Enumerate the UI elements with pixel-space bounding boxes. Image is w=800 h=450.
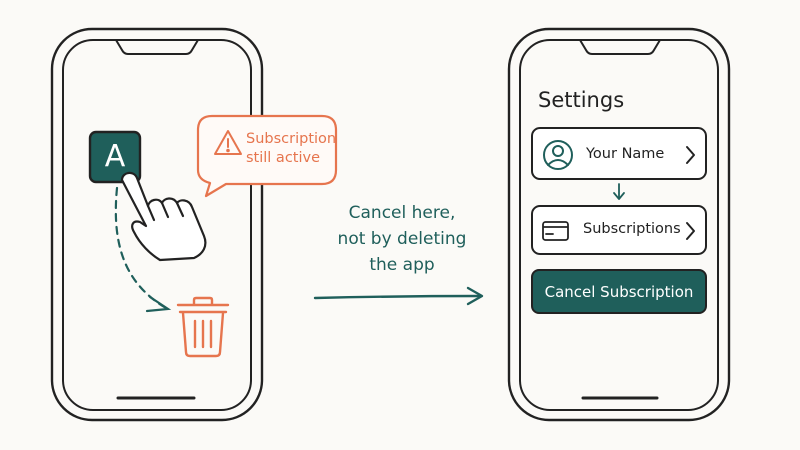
- trash-icon: [176, 296, 230, 358]
- main-arrow: [313, 286, 484, 306]
- caption-line-2: not by deleting: [337, 229, 467, 249]
- caption: Cancel here, not by deleting the app: [312, 200, 492, 278]
- app-icon-letter: A: [104, 139, 126, 174]
- person-circle-icon: [543, 140, 573, 170]
- warning-triangle-icon: [214, 130, 242, 155]
- warning-text: Subscription still active: [246, 130, 336, 168]
- pointing-hand-icon: [120, 171, 207, 262]
- cancel-subscription-button-bg: [531, 269, 707, 314]
- cancel-subscription-button[interactable]: Cancel Subscription: [544, 282, 694, 301]
- chevron-right-icon: [686, 146, 695, 164]
- left-phone: [50, 27, 264, 422]
- arrow-down-icon: [613, 183, 625, 200]
- subscriptions-row[interactable]: [531, 205, 707, 255]
- app-icon: [88, 130, 142, 184]
- warning-bubble: [196, 114, 338, 198]
- your-name-label: Your Name: [586, 146, 665, 162]
- settings-title: Settings: [538, 88, 625, 112]
- warning-line-2: still active: [246, 150, 321, 166]
- warning-line-1: Subscription: [246, 131, 337, 147]
- your-name-row[interactable]: [531, 127, 707, 180]
- chevron-right-icon: [686, 222, 695, 240]
- caption-line-1: Cancel here,: [348, 203, 456, 223]
- subscriptions-label: Subscriptions: [583, 221, 681, 237]
- drag-to-trash-arrow: [114, 186, 172, 313]
- caption-line-3: the app: [369, 255, 435, 275]
- credit-card-icon: [542, 221, 569, 241]
- right-phone: [507, 27, 731, 422]
